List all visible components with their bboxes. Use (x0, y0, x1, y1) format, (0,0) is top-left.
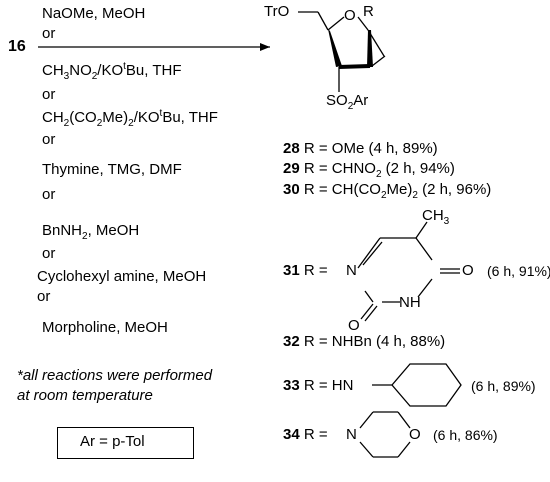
thymine-n1: N (346, 262, 357, 279)
footnote-line-1: *all reactions were performed (17, 367, 213, 384)
condition-or: or (42, 25, 56, 42)
condition-or: or (42, 186, 56, 203)
product-33: 33 R = HN (283, 377, 354, 394)
yield-34: (6 h, 86%) (433, 427, 498, 443)
so2ar-label: SO2Ar (326, 92, 369, 112)
thymine-nh: NH (399, 294, 421, 311)
wedge-bond (328, 29, 342, 67)
condition-morpholine: Morpholine, MeOH (42, 319, 168, 336)
product-30: 30 R = CH(CO2Me)2 (2 h, 96%) (283, 181, 492, 201)
morpholine-o: O (409, 426, 421, 443)
morpholine-ring (359, 411, 411, 458)
ar-definition: Ar = p-Tol (80, 433, 145, 450)
condition-nitromethane: CH3NO2/KOtBu, THF (42, 61, 182, 82)
condition-or: or (42, 245, 56, 262)
ring-oxygen-label: O (344, 7, 356, 24)
yield-33: (6 h, 89%) (471, 378, 536, 394)
condition-naome: NaOMe, MeOH (42, 5, 146, 22)
condition-thymine: Thymine, TMG, DMF (42, 161, 182, 178)
product-28: 28 R = OMe (4 h, 89%) (283, 140, 438, 157)
product-29: 29 R = CHNO2 (2 h, 94%) (283, 160, 455, 180)
product-31: 31 R = (283, 262, 328, 279)
thymine-o4: O (462, 262, 474, 279)
product-34: 34 R = (283, 426, 328, 443)
yield-31: (6 h, 91%) (487, 263, 550, 279)
condition-cyclohexylamine: Cyclohexyl amine, MeOH (37, 268, 207, 285)
footnote-line-2: at room temperature (17, 387, 153, 404)
thymine-o2: O (348, 317, 360, 334)
cyclohexane-ring (391, 363, 462, 407)
product-32: 32 R = NHBn (4 h, 88%) (283, 333, 446, 350)
thymine-ring (357, 221, 460, 322)
c4-c5-bond (317, 11, 329, 31)
r-group-label: R (363, 3, 374, 20)
condition-benzylamine: BnNH2, MeOH (42, 222, 140, 242)
condition-or: or (42, 86, 56, 103)
start-compound-label: 16 (8, 38, 26, 55)
condition-malonate: CH2(CO2Me)2/KOtBu, THF (42, 108, 218, 129)
thymine-ch3: CH3 (422, 207, 450, 227)
morpholine-n: N (346, 426, 357, 443)
ar-definition-box (57, 427, 194, 459)
tro-label: TrO (264, 3, 290, 20)
condition-or: or (42, 131, 56, 148)
condition-or: or (37, 288, 51, 305)
